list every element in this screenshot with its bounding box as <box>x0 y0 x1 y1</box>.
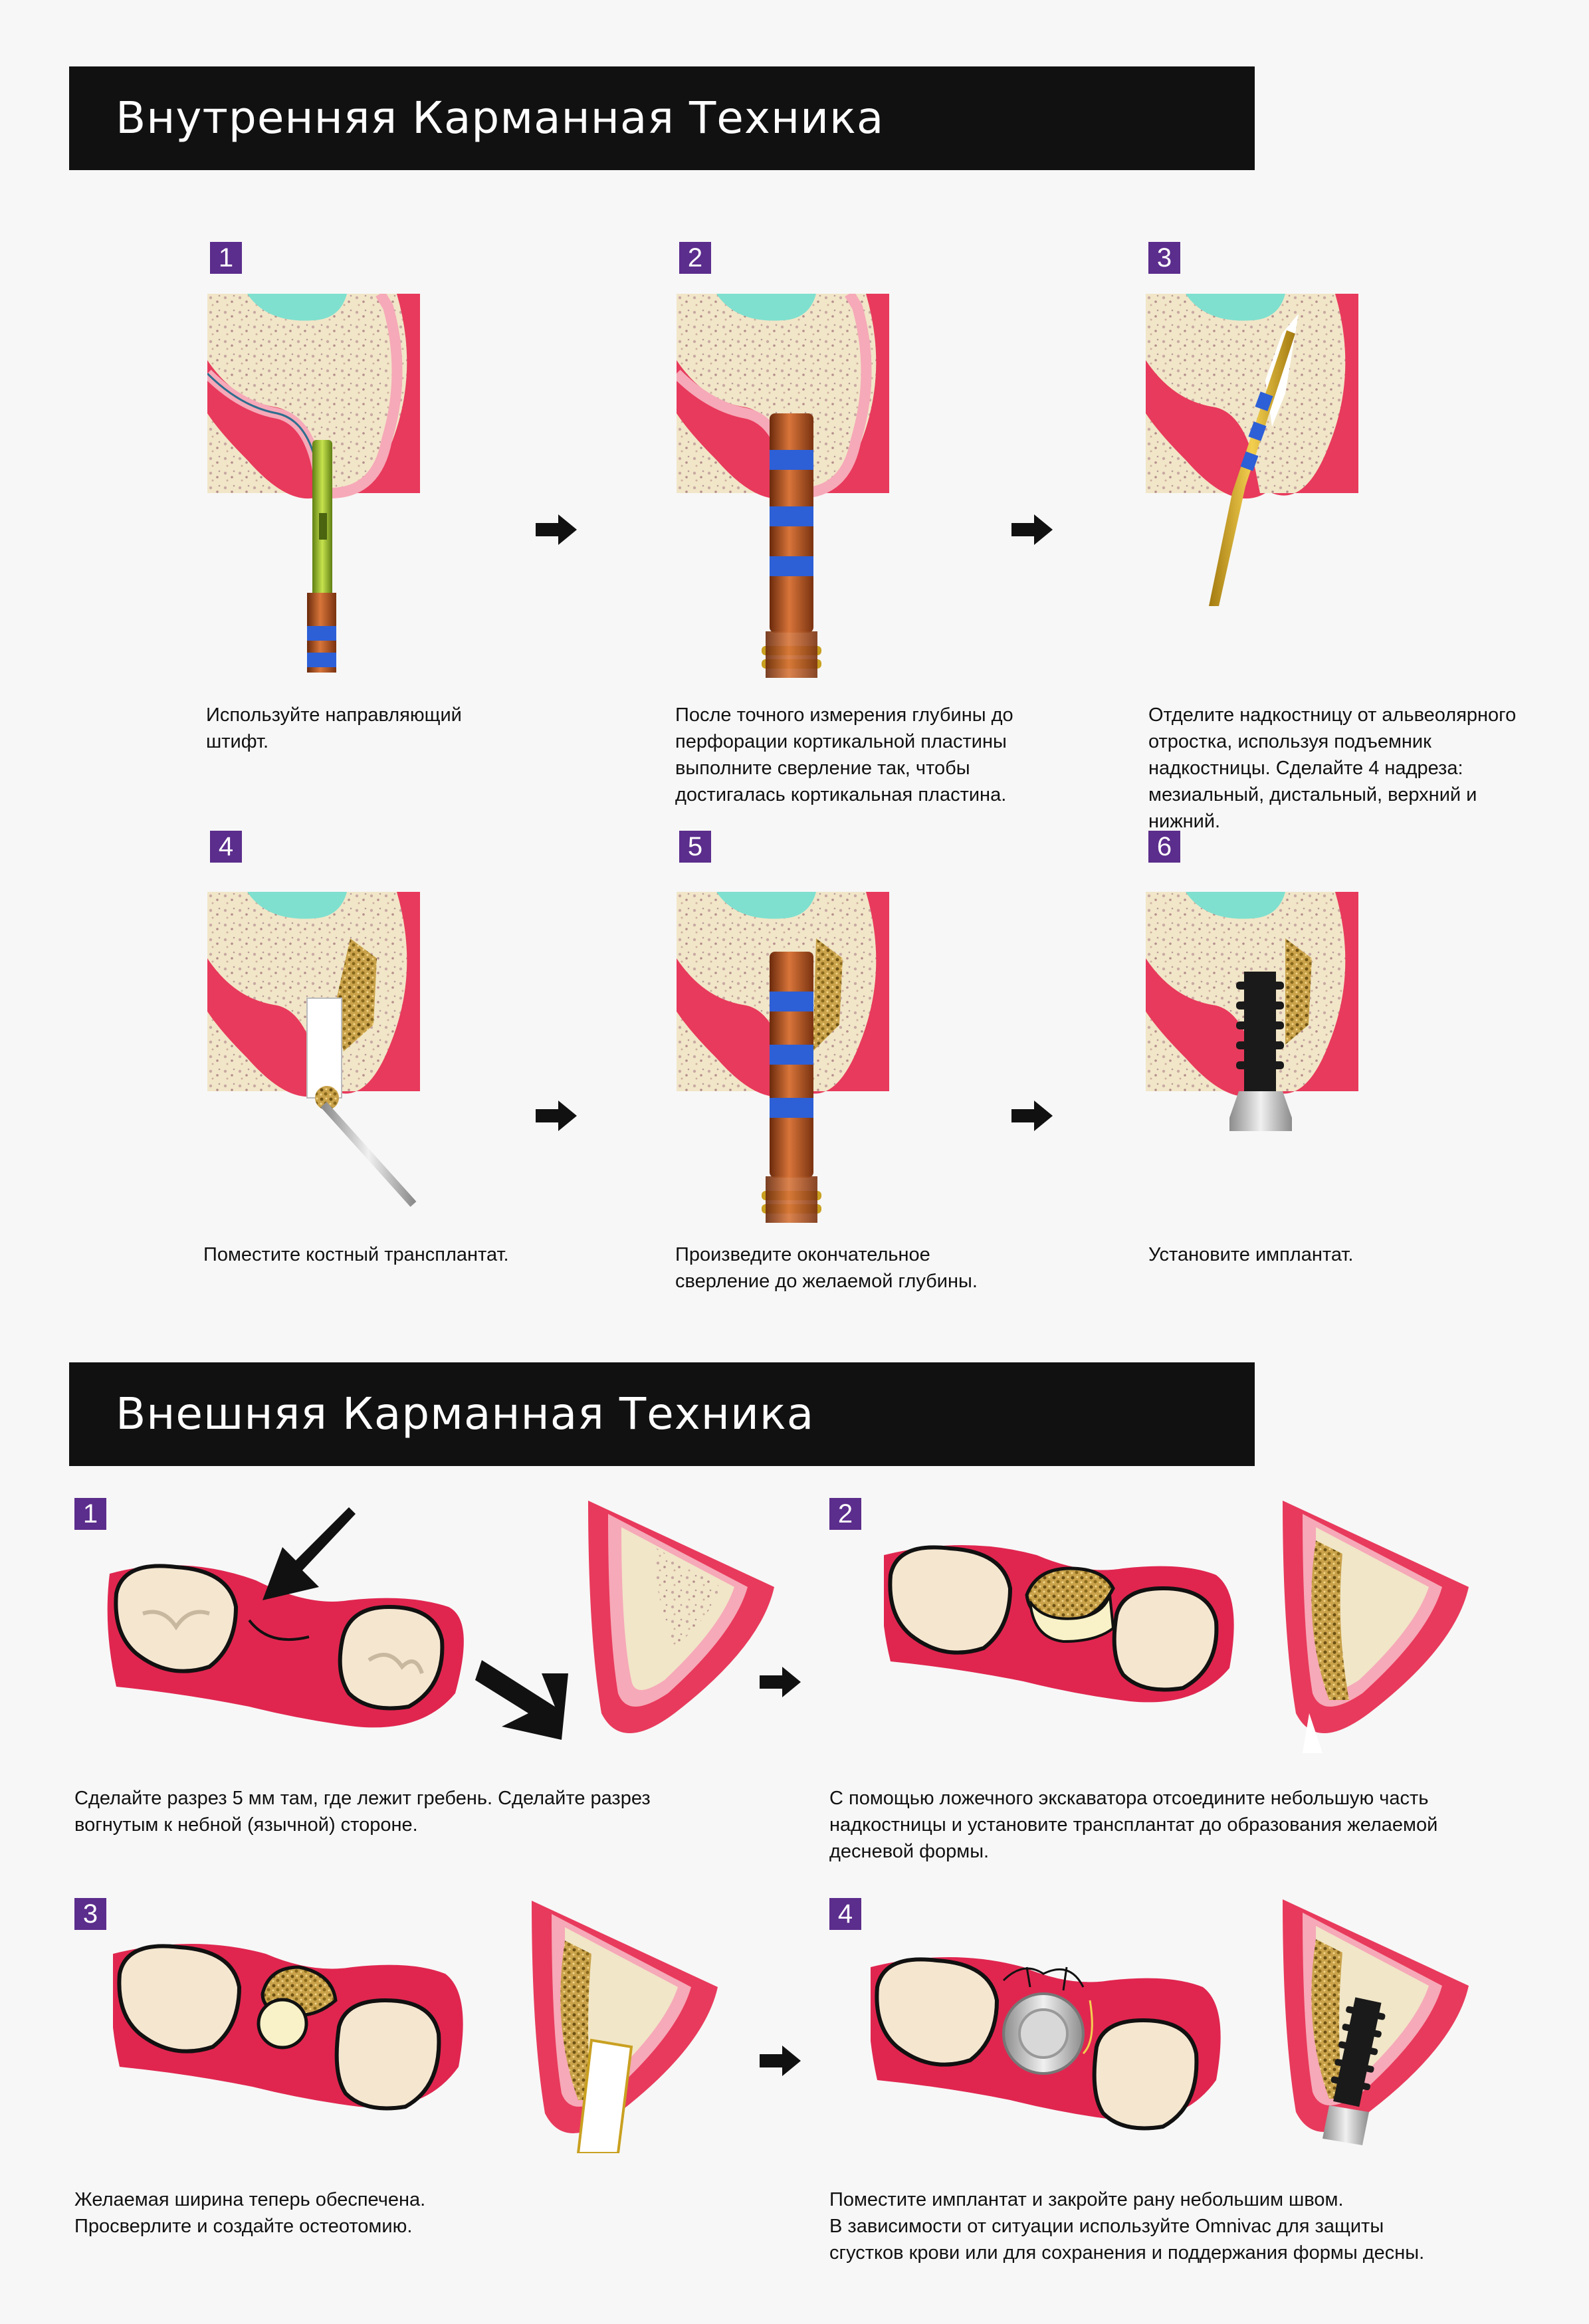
section-title-external: Внешняя Карманная Техника <box>69 1362 1255 1466</box>
step-badge-4: 4 <box>210 831 242 863</box>
ext-step-badge-4: 4 <box>829 1898 861 1930</box>
caption-step-4: Поместите костный трансплантат. <box>203 1244 509 1265</box>
illustration-incision-occlusal <box>107 1507 568 1740</box>
arrow-right-icon <box>1011 514 1053 545</box>
illustration-implant-placed <box>1146 892 1358 1131</box>
illustration-osteotomy-section <box>532 1901 718 2153</box>
arrow-right-icon <box>760 1667 801 1697</box>
illustration-osteotomy-occlusal <box>113 1944 463 2111</box>
illustration-graft-occlusal <box>884 1545 1234 1703</box>
caption-step-1: Используйте направляющий штифт. <box>206 704 462 752</box>
illustration-incision-section <box>588 1501 774 1733</box>
step-badge-1: 1 <box>210 242 242 274</box>
arrow-right-icon <box>536 1101 577 1131</box>
illustration-bone-graft <box>207 892 420 1208</box>
caption-ext-step-1: Сделайте разрез 5 мм там, где лежит греб… <box>74 1788 651 1836</box>
illustration-implant-sutured-occlusal <box>871 1957 1221 2131</box>
caption-step-5: Произведите окончательное сверление до ж… <box>675 1244 978 1292</box>
illustration-graft-section <box>1283 1501 1469 1753</box>
arrow-right-icon <box>760 2046 801 2076</box>
caption-step-2: После точного измерения глубины до перфо… <box>675 704 1013 805</box>
step-badge-6: 6 <box>1148 831 1180 863</box>
ext-step-badge-2: 2 <box>829 1498 861 1530</box>
step-badge-2: 2 <box>679 242 711 274</box>
illustration-periosteal-elevator <box>1146 294 1358 606</box>
illustration-implant-sutured-section <box>1283 1899 1469 2145</box>
caption-ext-step-4: Поместите имплантат и закройте рану небо… <box>829 2189 1425 2264</box>
caption-ext-step-2: С помощью ложечного экскаватора отсоедин… <box>829 1788 1438 1862</box>
arrow-right-icon <box>536 514 577 545</box>
ext-step-badge-1: 1 <box>74 1498 106 1530</box>
arrow-right-icon <box>1011 1101 1053 1131</box>
caption-ext-step-3: Желаемая ширина теперь обеспечена. Просв… <box>74 2189 426 2237</box>
ext-step-badge-3: 3 <box>74 1898 106 1930</box>
illustration-drilling <box>677 294 889 678</box>
step-badge-5: 5 <box>679 831 711 863</box>
section-title-internal: Внутренняя Карманная Техника <box>69 66 1255 170</box>
illustration-guide-pin <box>207 294 420 673</box>
caption-step-6: Установите имплантат. <box>1148 1244 1354 1265</box>
illustration-final-drilling <box>677 892 889 1223</box>
caption-step-3: Отделите надкостницу от альвеолярного от… <box>1148 704 1517 832</box>
step-badge-3: 3 <box>1148 242 1180 274</box>
